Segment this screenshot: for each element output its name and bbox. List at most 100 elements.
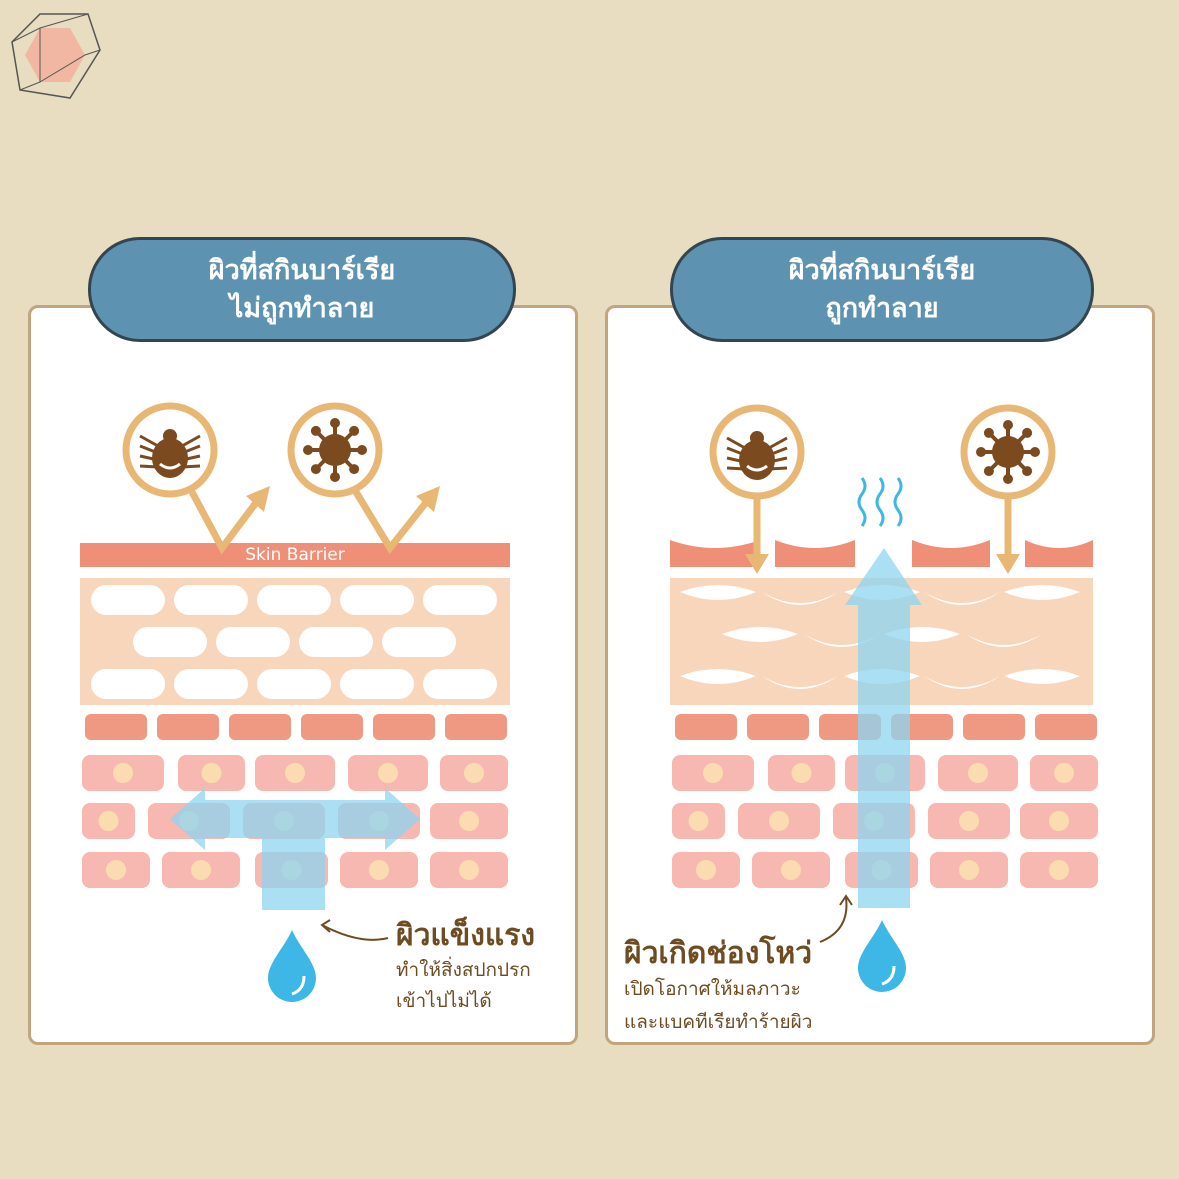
- cell-nucleus: [769, 811, 789, 831]
- damaged-lipid: [924, 592, 1000, 605]
- virus-icon: [349, 425, 360, 436]
- water-drop-icon: [291, 975, 306, 996]
- damaged-lipid: [722, 627, 798, 642]
- virus-icon: [303, 445, 313, 455]
- cell-nucleus: [191, 860, 211, 880]
- mite-icon: [139, 464, 159, 469]
- basal-brick: [229, 714, 291, 740]
- evaporation-icon: [875, 477, 885, 527]
- mite-icon: [750, 431, 764, 445]
- cell-nucleus: [959, 811, 979, 831]
- water-drop-icon: [268, 930, 316, 1002]
- right-caption-line2: และแบคทีเรียทำร้ายผิว: [624, 1011, 813, 1033]
- lipid-cell: [91, 669, 165, 699]
- mite-icon: [139, 444, 159, 455]
- left-caption-line2: เข้าไปไม่ได้: [396, 990, 492, 1012]
- cell-nucleus: [464, 763, 484, 783]
- pointer-curve: [819, 897, 848, 943]
- virus-icon: [330, 472, 340, 482]
- mite-icon: [726, 436, 746, 450]
- lipid-cell: [257, 669, 331, 699]
- left-title-line2: ไม่ถูกทำลาย: [229, 292, 375, 324]
- basal-brick: [85, 714, 147, 740]
- virus-icon: [310, 425, 321, 436]
- arrowhead-icon: [745, 554, 769, 574]
- mite-icon: [726, 446, 746, 457]
- arrowhead-icon: [416, 486, 440, 512]
- logo-icon: [11, 13, 101, 99]
- virus-icon: [1022, 427, 1033, 438]
- arrowhead-icon: [996, 554, 1020, 574]
- mite-icon: [181, 454, 201, 462]
- cell-nucleus: [459, 811, 479, 831]
- water-drop-icon: [858, 920, 906, 992]
- right-header: ผิวที่สกินบาร์เรีย ถูกทำลาย: [670, 237, 1094, 342]
- damaged-lipid: [762, 592, 838, 605]
- deflect-arrow: [353, 490, 431, 555]
- basal-brick: [445, 714, 507, 740]
- right-title-line1: ผิวที่สกินบาร์เรีย: [788, 254, 976, 286]
- damaged-lipid: [1004, 669, 1080, 684]
- lipid-cell: [340, 585, 414, 615]
- lipid-cell: [382, 627, 456, 657]
- damaged-lipid: [762, 676, 838, 689]
- cell-nucleus: [688, 811, 709, 831]
- left-title-line1: ผิวที่สกินบาร์เรีย: [208, 254, 396, 286]
- pointer-curve: [321, 924, 389, 941]
- mite-icon: [163, 429, 177, 443]
- cell-nucleus: [696, 860, 716, 880]
- lipid-cell: [216, 627, 290, 657]
- cell-nucleus: [703, 763, 723, 783]
- cell-nucleus: [968, 763, 988, 783]
- virus-icon: [319, 434, 351, 466]
- right-caption-title: ผิวเกิดช่องโหว่: [624, 936, 813, 971]
- arrowhead-icon: [246, 486, 270, 512]
- basal-brick: [373, 714, 435, 740]
- evaporation-icon: [893, 477, 903, 527]
- left-header: ผิวที่สกินบาร์เรีย ไม่ถูกทำลาย: [88, 237, 516, 342]
- mite-icon: [746, 464, 768, 472]
- pointer-arrowhead: [320, 919, 331, 933]
- virus-icon: [1022, 466, 1033, 477]
- water-retention-arrow: [170, 788, 420, 910]
- mite-icon: [139, 454, 159, 462]
- mite-icon: [768, 446, 788, 457]
- lipid-cell: [174, 669, 248, 699]
- damaged-lipid: [1004, 585, 1080, 600]
- lipid-cell: [257, 585, 331, 615]
- basal-brick: [301, 714, 363, 740]
- lipid-cell: [423, 585, 497, 615]
- damaged-lipid: [966, 634, 1042, 647]
- virus-icon: [1003, 474, 1013, 484]
- cell-nucleus: [98, 811, 119, 831]
- basal-brick: [1035, 714, 1097, 740]
- lipid-cell: [174, 585, 248, 615]
- right-title-line2: ถูกทำลาย: [825, 292, 939, 324]
- lipid-cell: [91, 585, 165, 615]
- virus-icon: [310, 464, 321, 475]
- mite-icon: [739, 440, 775, 480]
- virus-icon: [983, 427, 994, 438]
- cell-nucleus: [1054, 763, 1074, 783]
- cell-nucleus: [369, 860, 389, 880]
- mite-icon: [181, 444, 201, 455]
- basal-brick: [963, 714, 1025, 740]
- cell-nucleus: [781, 860, 801, 880]
- cell-nucleus: [1049, 811, 1069, 831]
- cell-nucleus: [459, 860, 479, 880]
- mite-icon: [159, 462, 181, 470]
- skin-barrier-label: Skin Barrier: [245, 545, 345, 565]
- mite-icon: [768, 456, 788, 464]
- virus-icon: [976, 447, 986, 457]
- virus-icon: [1003, 420, 1013, 430]
- cell-nucleus: [285, 763, 305, 783]
- mite-icon: [181, 464, 201, 469]
- lipid-cell: [299, 627, 373, 657]
- mite-icon: [768, 466, 788, 471]
- virus-icon: [983, 466, 994, 477]
- virus-icon: [1030, 447, 1040, 457]
- virus-icon: [357, 445, 367, 455]
- basal-brick: [747, 714, 809, 740]
- mite-icon: [726, 456, 746, 464]
